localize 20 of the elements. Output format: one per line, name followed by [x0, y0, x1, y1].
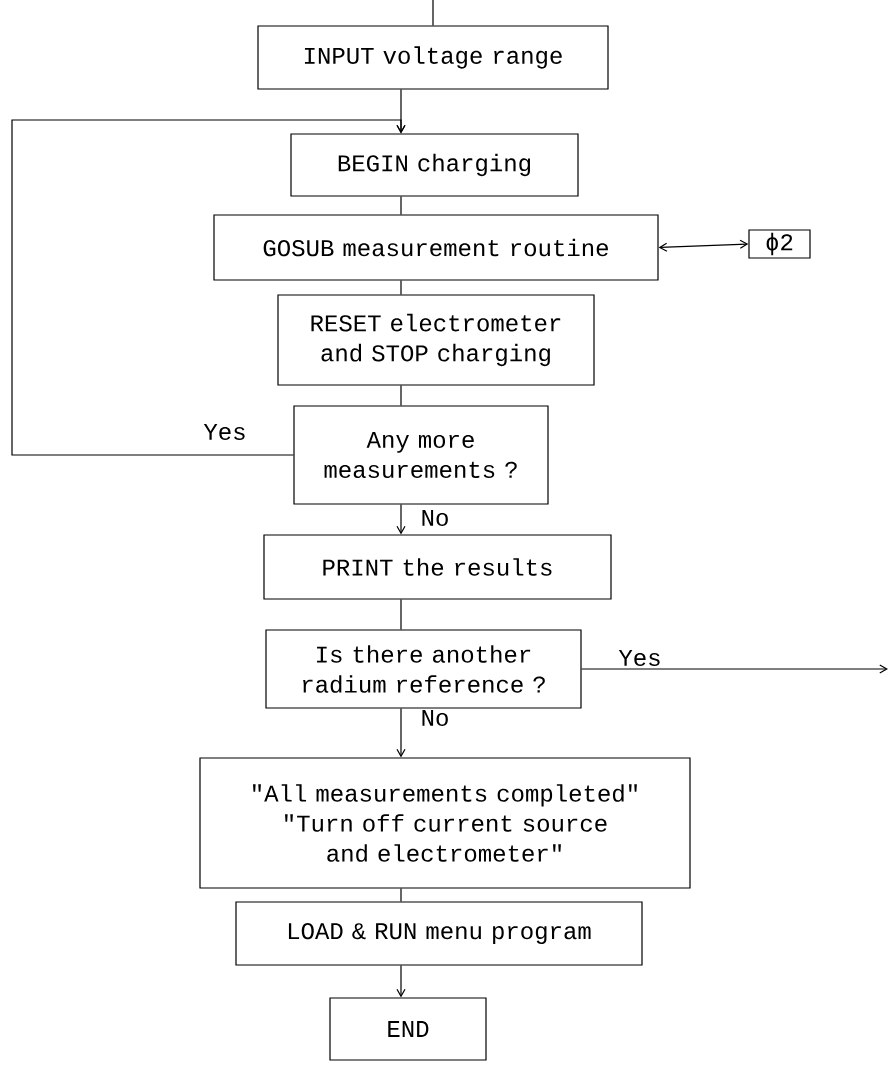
- process-box: RESET electrometer and STOP charging: [277, 294, 595, 386]
- edge-label: Yes: [202, 423, 248, 442]
- process-box: PRINT the results: [263, 534, 612, 600]
- arrow: [658, 239, 749, 252]
- edge-label: Yes: [617, 649, 663, 668]
- arrow: [396, 708, 406, 758]
- arrow: [11, 119, 406, 456]
- process-box: ϕ2: [748, 229, 811, 259]
- process-box: BEGIN charging: [290, 133, 579, 197]
- process-box: Any more measurements ?: [293, 405, 549, 505]
- arrow: [396, 965, 406, 998]
- arrow: [396, 504, 406, 535]
- process-box: END: [329, 997, 487, 1061]
- edge-label: No: [419, 509, 451, 528]
- process-box: GOSUB measurement routine: [213, 214, 659, 281]
- process-box: LOAD & RUN menu program: [235, 901, 643, 966]
- arrow: [581, 664, 888, 674]
- process-box: "All measurements completed" "Turn off current source and electrometer": [199, 757, 691, 889]
- process-box: INPUT voltage range: [257, 25, 609, 90]
- process-box: Is there another radium reference ?: [265, 629, 582, 709]
